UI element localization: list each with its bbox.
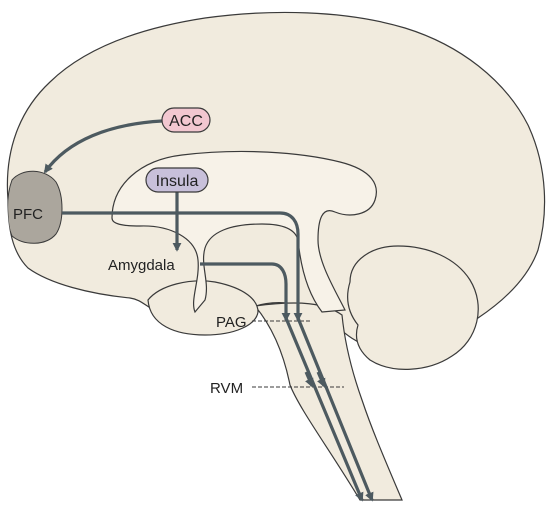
cerebellum [347, 245, 479, 370]
insula-badge: Insula [145, 167, 209, 193]
temporal-lobe [147, 280, 259, 336]
rvm-arrow-outer [316, 371, 326, 388]
amygdala-descending-pathway [200, 262, 364, 502]
acc-badge: ACC [161, 107, 211, 133]
pag-label: PAG [216, 314, 247, 331]
amygdala-label: Amygdala [108, 257, 175, 274]
acc-label: ACC [169, 113, 203, 130]
rvm-label: RVM [210, 380, 243, 397]
pfc-label: PFC [13, 206, 43, 223]
brainstem [253, 302, 403, 501]
rvm-arrow-inner [304, 371, 314, 388]
insula-label: Insula [156, 173, 199, 190]
pfc-descending-pathway [62, 211, 374, 502]
acc-to-pfc-arrow [43, 119, 163, 174]
